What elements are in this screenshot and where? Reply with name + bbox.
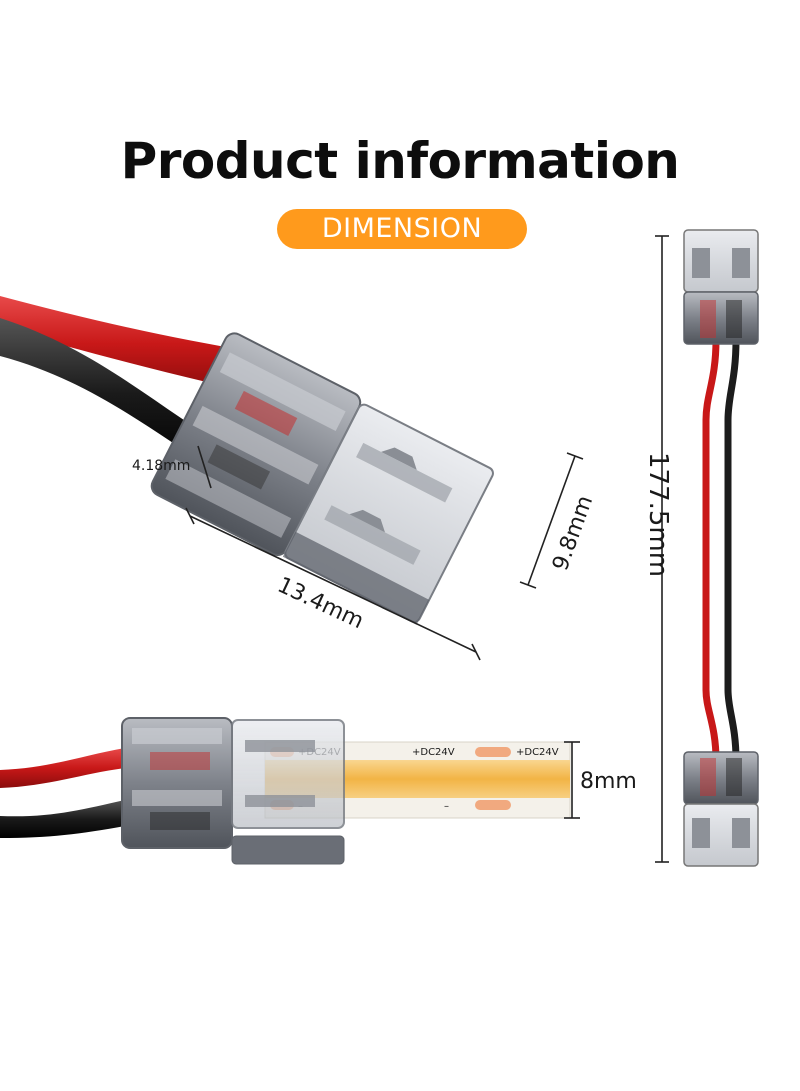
strip-connector-view: +DC24V +DC24V +DC24V – – 8mm [0,717,637,865]
red-wire [0,296,255,392]
top-connector [683,229,759,345]
red-wire-bottom [0,748,125,788]
dim-line-width [527,455,576,586]
black-wire-bottom [0,800,125,838]
black-wire-long [724,339,740,761]
dim-strip-width: 8mm [580,769,637,794]
strip-label-3: +DC24V [516,747,559,758]
dim-width: 9.8mm [548,492,598,574]
dim-line-wire-gap [197,445,212,489]
red-wire-long [702,339,720,761]
strip-label-2: +DC24V [412,747,455,758]
black-wire [0,318,235,470]
strip-neg-2: – [444,801,449,812]
dim-total-length: 177.5mm [643,452,673,577]
bottom-connector [683,751,759,867]
dim-wire-gap: 4.18mm [132,458,190,474]
full-cable-view: 177.5mm [643,229,759,867]
dimension-badge: DIMENSION [277,209,527,249]
page-title: Product information [120,132,680,190]
angled-connector-view: 4.18mm 13.4mm 9.8mm [0,296,598,661]
dim-line-length [189,515,477,653]
